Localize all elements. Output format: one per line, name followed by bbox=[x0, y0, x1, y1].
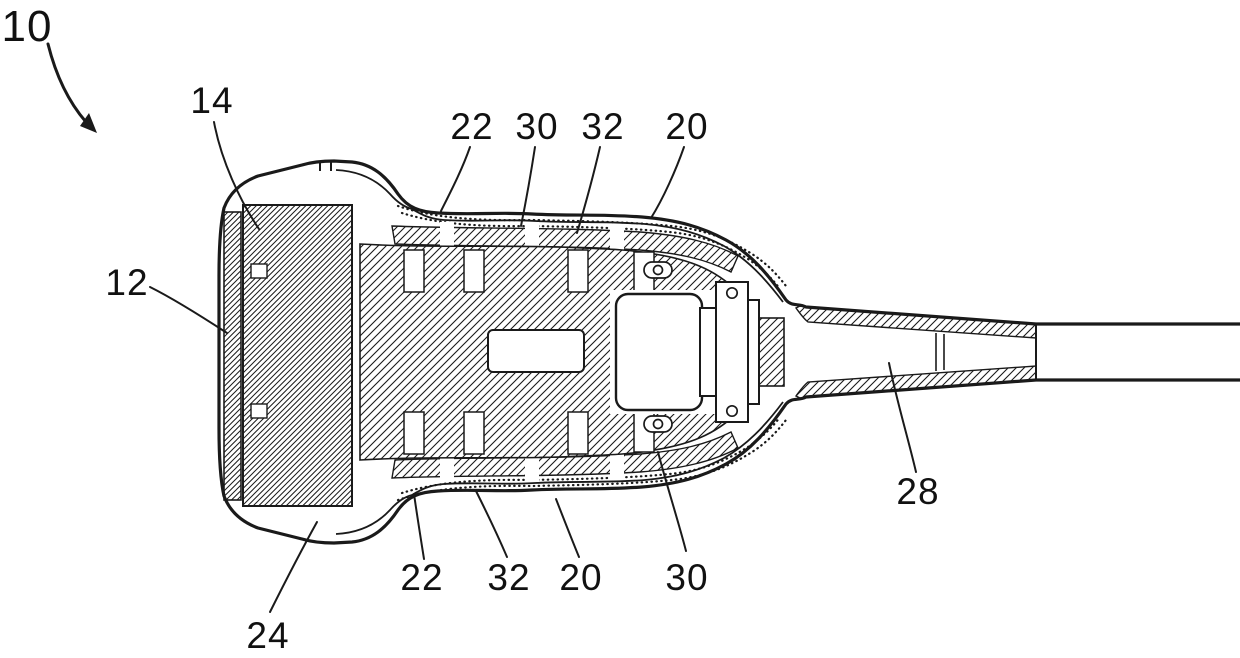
arrow-10 bbox=[46, 42, 97, 133]
head-block bbox=[242, 204, 353, 507]
leader-14 bbox=[213, 121, 260, 230]
connector-assembly bbox=[610, 281, 785, 423]
ref-label-32-bottom: 32 bbox=[487, 557, 531, 598]
ref-label-24: 24 bbox=[246, 615, 290, 656]
ref-label-30-bottom: 30 bbox=[665, 557, 709, 598]
housing-notch bbox=[319, 161, 332, 171]
ref-label-20-top: 20 bbox=[665, 106, 709, 147]
lens-layer bbox=[223, 211, 242, 501]
leader-24 bbox=[269, 521, 318, 613]
leader-20-top bbox=[650, 146, 685, 219]
ref-label-28: 28 bbox=[896, 471, 940, 512]
strain-relief-neck bbox=[794, 305, 1037, 399]
ref-label-10: 10 bbox=[1, 2, 53, 51]
ref-label-14: 14 bbox=[190, 80, 234, 121]
fastener-top bbox=[643, 261, 673, 279]
leader-32-top bbox=[576, 146, 601, 234]
leader-30-top bbox=[520, 146, 536, 227]
leader-lines bbox=[46, 42, 917, 613]
head-assembly bbox=[223, 204, 353, 507]
ref-label-22-top: 22 bbox=[450, 106, 494, 147]
ref-label-30-top: 30 bbox=[515, 106, 559, 147]
ref-label-12: 12 bbox=[105, 262, 149, 303]
leader-22-bottom bbox=[413, 493, 425, 560]
leader-32-bottom bbox=[475, 490, 508, 558]
ref-label-32-top: 32 bbox=[581, 106, 625, 147]
ref-label-22-bottom: 22 bbox=[400, 557, 444, 598]
central-cavity bbox=[487, 329, 585, 373]
leader-28 bbox=[888, 362, 917, 473]
leader-12 bbox=[149, 286, 228, 334]
leader-20-bottom bbox=[555, 498, 580, 558]
ref-label-20-bottom: 20 bbox=[559, 557, 603, 598]
leader-30-bottom bbox=[657, 451, 687, 552]
fastener-bottom bbox=[643, 415, 673, 433]
leader-22-top bbox=[440, 146, 471, 212]
